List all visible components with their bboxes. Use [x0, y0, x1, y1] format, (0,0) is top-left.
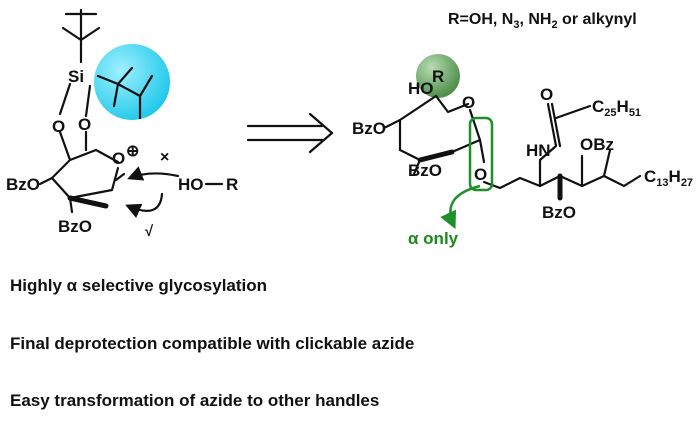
retro-arrow: [246, 112, 334, 154]
hn-label: HN: [526, 141, 551, 160]
bzo-right-left-label: BzO: [352, 119, 386, 138]
alpha-only-label: α only: [408, 229, 459, 248]
green-r-ball: [416, 54, 460, 98]
r-group-label: R: [432, 67, 444, 86]
si-label: Si: [68, 67, 84, 86]
o-ring-right-label: O: [462, 93, 475, 112]
o-amide-label: O: [540, 85, 553, 104]
bzo-bottom-label: BzO: [58, 217, 92, 236]
blocked-mark: ×: [160, 149, 169, 166]
caption-deprotection: Final deprotection compatible with click…: [10, 334, 415, 353]
o-top-label: O: [52, 117, 65, 136]
caption-alpha-selectivity: Highly α selective glycosylation: [10, 276, 268, 295]
allowed-mark: √: [144, 223, 154, 240]
nucleophile-ho: HO: [178, 175, 204, 194]
caption-azide-transformation: Easy transformation of azide to other ha…: [10, 391, 380, 410]
glycosidic-o-highlight: [468, 116, 494, 192]
bzo-right-bottom-label: BzO: [408, 161, 442, 180]
r-definition: R=OH, N3, NH2 or alkynyl: [448, 11, 637, 31]
c13-label: C13H27: [644, 167, 693, 189]
o-mid-label: O: [78, 115, 91, 134]
cyan-tbu-ball: [94, 44, 170, 120]
nucleophile-r: R: [226, 175, 238, 194]
bzo-left-label: BzO: [6, 175, 40, 194]
oxocarbenium-plus: ⊕: [126, 143, 139, 160]
o-ring-label: O: [112, 149, 125, 168]
bzo-chain-label: BzO: [542, 203, 576, 222]
c25-label: C25H51: [592, 97, 641, 119]
ho-label: HO: [408, 79, 434, 98]
donor-structure: [38, 8, 180, 218]
product-structure: [382, 54, 642, 230]
obz-right-label: OBz: [580, 135, 614, 154]
o-link-label: O: [474, 165, 487, 184]
